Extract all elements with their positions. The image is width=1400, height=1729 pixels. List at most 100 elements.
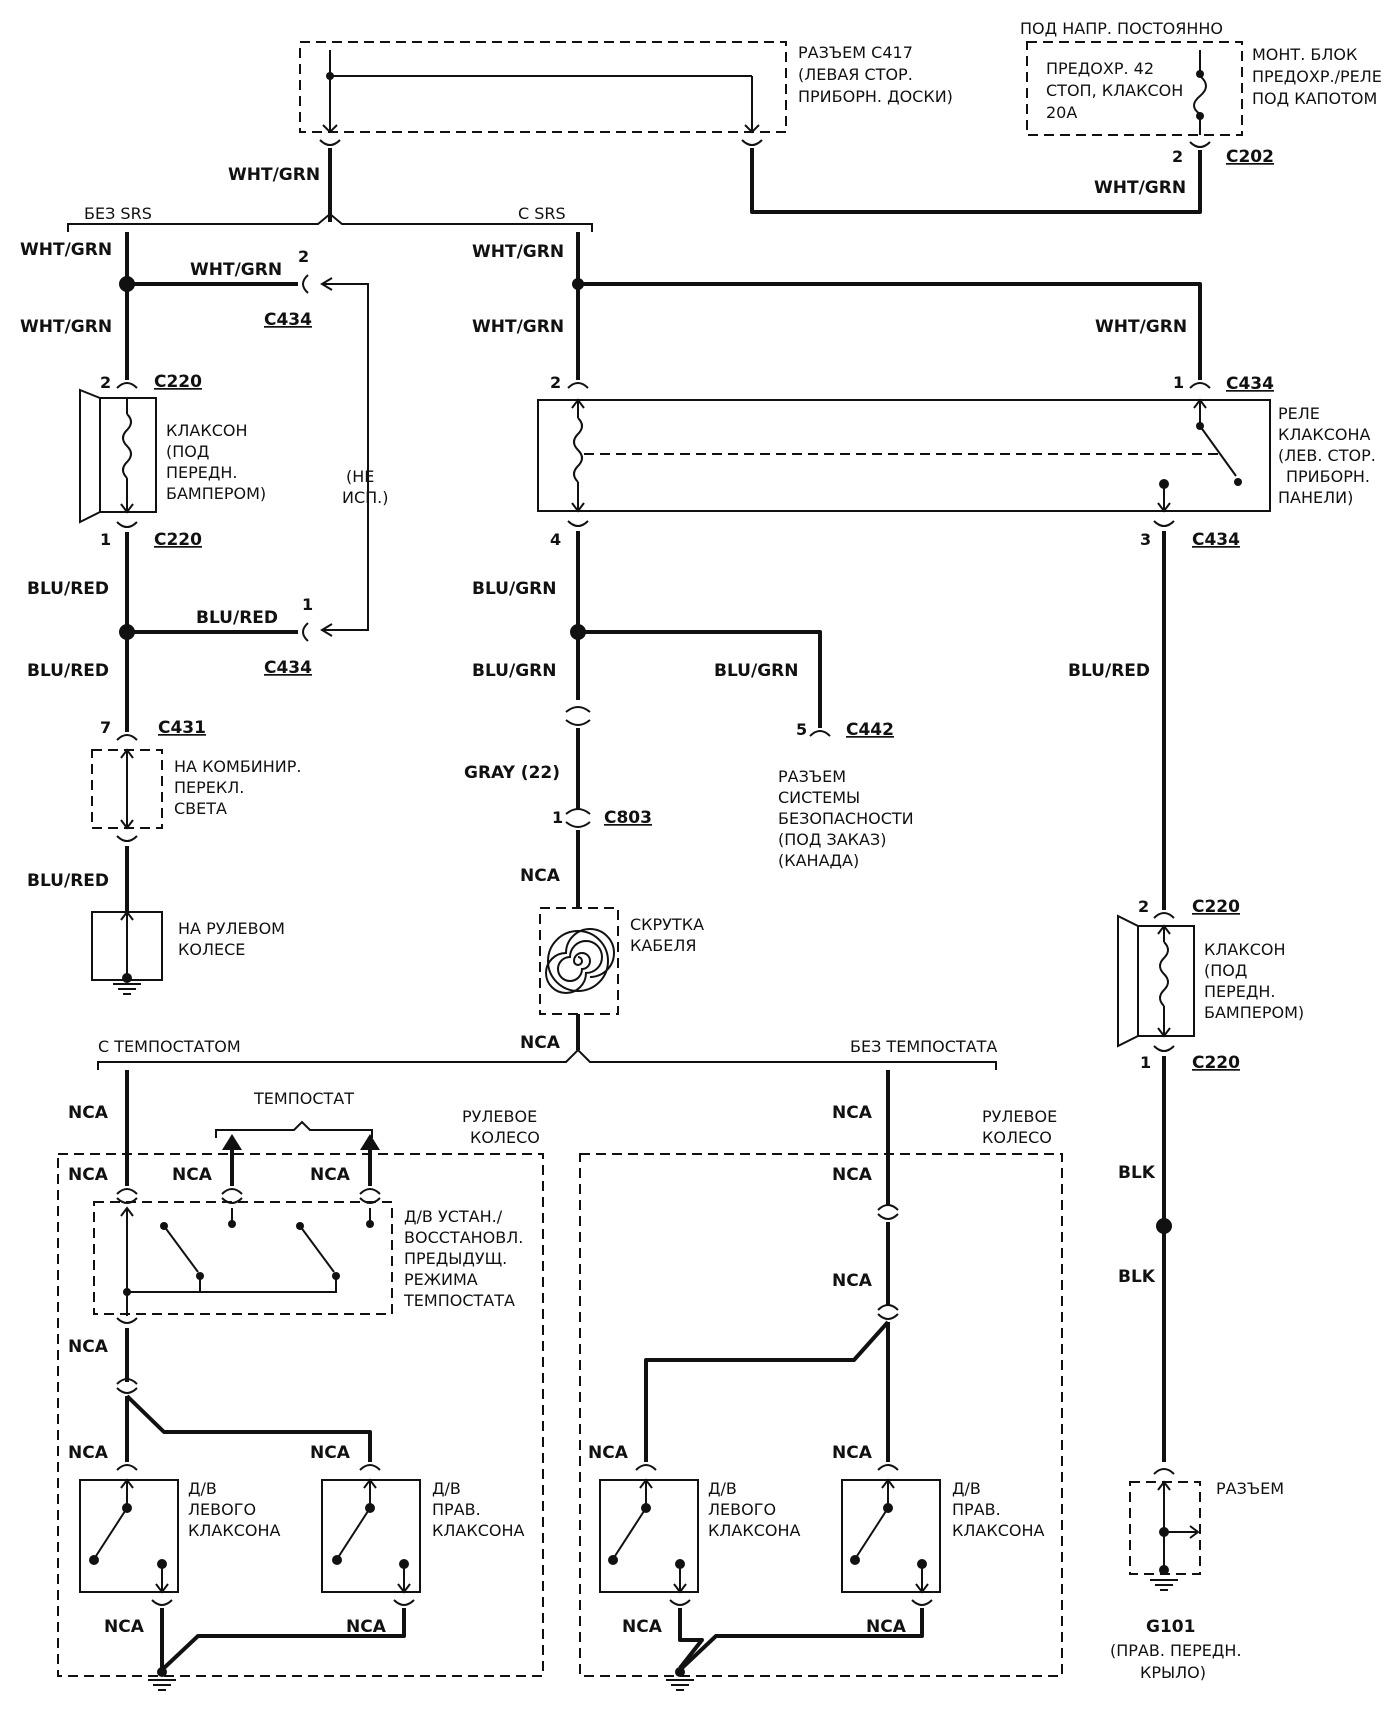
relay-line4: ПРИБОРН.	[1286, 467, 1370, 486]
variant-without-cruise: БЕЗ ТЕМПОСТАТА	[850, 1037, 997, 1056]
relay-conn-3: C434	[1192, 530, 1240, 550]
wl-nca-b: NCA	[68, 1165, 109, 1185]
cable-reel: СКРУТКА КАБЕЛЯ	[539, 907, 704, 1015]
center-nca1: NCA	[520, 866, 561, 886]
right-horn-conn-top: C220	[1192, 897, 1240, 917]
not-used-line1: (НЕ	[346, 467, 374, 486]
left-wire-blu2: BLU/RED	[196, 608, 278, 628]
wr-wheel2: КОЛЕСО	[982, 1128, 1052, 1147]
wr-wheel1: РУЛЕВОЕ	[982, 1107, 1057, 1126]
cruise-sw-line2: ВОССТАНОВЛ.	[404, 1228, 523, 1247]
right-horn-line1: КЛАКСОН	[1204, 940, 1286, 959]
right-blk1: BLK	[1118, 1163, 1156, 1183]
fuse-block-line1: МОНТ. БЛОК	[1252, 45, 1358, 64]
center-wire-blu-grn1: BLU/GRN	[472, 579, 556, 599]
left-branch-no-srs: WHT/GRN WHT/GRN 2 C434 WHT/GRN (НЕ ИСП.)…	[20, 232, 389, 995]
fuse-block-line3: ПОД КАПОТОМ	[1252, 89, 1377, 108]
relay-conn-1: C434	[1226, 374, 1274, 394]
fuse-label-line3: 20A	[1046, 103, 1077, 122]
wr-nca-a: NCA	[832, 1103, 873, 1123]
left-horn-pin-top: 2	[100, 373, 111, 392]
left-horn: 2 C220 КЛАКСОН (ПОД ПЕРЕДН. БАМПЕРОМ) 1 …	[79, 372, 266, 550]
left-wire-top: WHT/GRN	[20, 240, 112, 260]
joint-wire-label: WHT/GRN	[228, 165, 320, 185]
joint-label-line1: РАЗЪЕМ C417	[798, 43, 913, 62]
wr-rh-line3: КЛАКСОНА	[952, 1521, 1044, 1540]
sec-line3: БЕЗОПАСНОСТИ	[778, 809, 914, 828]
supply-wires: WHT/GRN БЕЗ SRS С SRS	[67, 148, 1202, 232]
right-horn-conn-bot: C220	[1192, 1053, 1240, 1073]
wr-lh-line2: ЛЕВОГО	[708, 1500, 776, 1519]
relay-line1: РЕЛЕ	[1278, 404, 1320, 423]
wr-lh-line1: Д/В	[708, 1479, 737, 1498]
wr-lh-line3: КЛАКСОНА	[708, 1521, 800, 1540]
supply-wire-label: WHT/GRN	[1094, 178, 1186, 198]
variant-no-srs: БЕЗ SRS	[84, 204, 152, 223]
wl-rh-line3: КЛАКСОНА	[432, 1521, 524, 1540]
left-wire-to-c434: WHT/GRN	[190, 260, 282, 280]
combo-line3: СВЕТА	[174, 799, 227, 818]
wr-nca-b: NCA	[832, 1165, 873, 1185]
combination-switch: 7 C431 НА КОМБИНИР. ПЕРЕКЛ. СВЕТА	[91, 718, 302, 842]
center-wire-top: WHT/GRN	[472, 242, 564, 262]
c442-label: C442	[846, 720, 894, 740]
center-wire-mid: WHT/GRN	[472, 317, 564, 337]
fuse-label-line2: СТОП, КЛАКСОН	[1046, 81, 1183, 100]
wl-nca-e: NCA	[68, 1337, 109, 1357]
wr-rh-line1: Д/В	[952, 1479, 981, 1498]
left-horn-line2: (ПОД	[166, 442, 209, 461]
right-horn-line2: (ПОД	[1204, 961, 1247, 980]
right-horn-line3: ПЕРЕДН.	[1204, 982, 1276, 1001]
variant-srs: С SRS	[518, 204, 566, 223]
left-horn-conn-top: C220	[154, 372, 202, 392]
ground-line2: КРЫЛО)	[1140, 1663, 1206, 1682]
wl-lh-line2: ЛЕВОГО	[188, 1500, 256, 1519]
joint-label-line2: (ЛЕВАЯ СТОР.	[798, 65, 913, 84]
c803-label: C803	[604, 808, 652, 828]
c803-pin: 1	[552, 808, 563, 827]
fuse-42-symbol	[1193, 50, 1207, 135]
cruise-sw-line4: РЕЖИМА	[404, 1270, 478, 1289]
relay-line5: ПАНЕЛИ)	[1278, 488, 1353, 507]
steering-wheel-without-cruise: РУЛЕВОЕ КОЛЕСО NCA NCA NCA NCA NCA Д/В Л…	[579, 1070, 1063, 1691]
wr-nca-e: NCA	[832, 1443, 873, 1463]
relay-line2: КЛАКСОНА	[1278, 425, 1370, 444]
steering-wheel-ground-box: НА РУЛЕВОМ КОЛЕСЕ	[91, 910, 285, 995]
relay-pin-3: 3	[1140, 530, 1151, 549]
horn-relay: 2 1 C434 РЕЛЕ КЛАКСОНА (ЛЕВ. СТОР. ПРИБО…	[537, 373, 1376, 550]
left-horn-conn-bot: C220	[154, 530, 202, 550]
sec-line4: (ПОД ЗАКАЗ)	[778, 830, 886, 849]
ground-line1: (ПРАВ. ПЕРЕДН.	[1110, 1641, 1242, 1660]
wl-right-horn-switch: Д/В ПРАВ. КЛАКСОНА	[321, 1464, 524, 1606]
center-nca2: NCA	[520, 1033, 561, 1053]
fuse-block-line2: ПРЕДОХР./РЕЛЕ	[1252, 67, 1382, 86]
wheel-line2: КОЛЕСЕ	[178, 940, 245, 959]
gray-wire-label: GRAY (22)	[464, 763, 560, 783]
joint-connector-c417: РАЗЪЕМ C417 (ЛЕВАЯ СТОР. ПРИБОРН. ДОСКИ)	[299, 41, 953, 146]
left-horn-pin-bot: 1	[100, 530, 111, 549]
center-wire-blu-grn2: BLU/GRN	[472, 661, 556, 681]
steering-wheel-with-cruise: РУЛЕВОЕ КОЛЕСО ТЕМПОСТАТ NCA NCA NCA NCA	[57, 1070, 544, 1691]
c442-pin: 5	[796, 720, 807, 739]
c431-pin: 7	[100, 718, 111, 737]
relay-pin-2: 2	[550, 373, 561, 392]
cruise-set-resume-switch: Д/В УСТАН./ ВОССТАНОВЛ. ПРЕДЫДУЩ. РЕЖИМА…	[93, 1188, 523, 1324]
right-wire-blu-red: BLU/RED	[1068, 661, 1150, 681]
right-horn-pin-bot: 1	[1140, 1053, 1151, 1072]
right-horn-pin-top: 2	[1138, 897, 1149, 916]
clock-line1: СКРУТКА	[630, 915, 704, 934]
wl-nca-h: NCA	[104, 1617, 145, 1637]
sec-line5: (КАНАДА)	[778, 851, 859, 870]
clock-line2: КАБЕЛЯ	[630, 936, 697, 955]
wl-wheel1: РУЛЕВОЕ	[462, 1107, 537, 1126]
wl-lh-line3: КЛАКСОНА	[188, 1521, 280, 1540]
right-branch: BLU/RED 2 C220 КЛАКСОН (ПОД ПЕРЕДН. БАМП…	[1068, 531, 1304, 1682]
c434-a-label: C434	[264, 310, 312, 330]
wl-nca-d: NCA	[310, 1165, 351, 1185]
not-used-line2: ИСП.)	[342, 488, 389, 507]
connector-label: РАЗЪЕМ	[1216, 1479, 1284, 1498]
fuse-label-line1: ПРЕДОХР. 42	[1046, 59, 1154, 78]
right-horn-line4: БАМПЕРОМ)	[1204, 1003, 1304, 1022]
right-blk2: BLK	[1118, 1267, 1156, 1287]
combo-line2: ПЕРЕКЛ.	[174, 778, 244, 797]
